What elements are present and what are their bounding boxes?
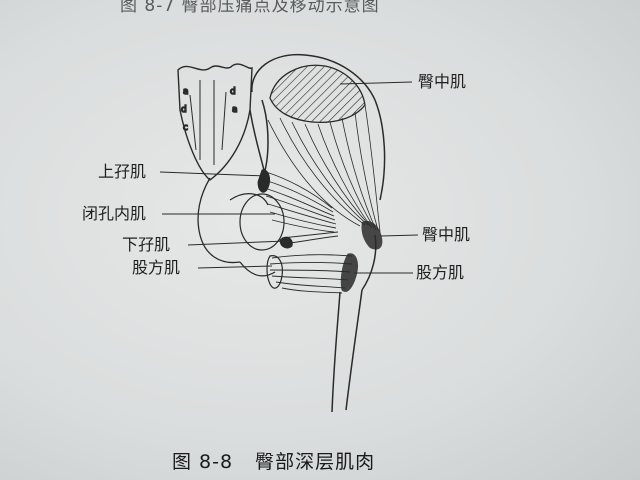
- hip-bone: [197, 177, 285, 277]
- label-inferior-gemellus: 下孖肌: [122, 235, 171, 254]
- svg-text:d: d: [230, 87, 236, 97]
- figure-title: 臀部深层肌肉: [255, 451, 376, 473]
- figure-number: 图 8-8: [172, 451, 234, 473]
- label-gluteus-medius-upper: 臀中肌: [418, 72, 467, 91]
- gluteus-medius-fibers: [267, 104, 381, 233]
- gluteus-medius-upper: [269, 64, 366, 124]
- svg-text:c: c: [183, 123, 188, 133]
- inferior-gemellus: [279, 231, 339, 249]
- gluteus-medius-insertion: [361, 220, 383, 250]
- quadratus-femoris: [266, 253, 359, 294]
- label-gluteus-medius-right: 臀中肌: [422, 225, 471, 244]
- obturator-internus-group: [257, 169, 337, 233]
- svg-text:d: d: [181, 105, 187, 115]
- sacrum: a d c d a: [177, 63, 253, 181]
- svg-text:a: a: [183, 87, 189, 97]
- figure-caption: 图 8-8 臀部深层肌肉: [172, 447, 375, 474]
- label-superior-gemellus: 上孖肌: [98, 162, 147, 181]
- label-quadratus-femoris-right: 股方肌: [416, 263, 465, 282]
- label-obturator-internus: 闭孔内肌: [82, 204, 147, 223]
- svg-text:a: a: [232, 105, 238, 115]
- previous-figure-caption: 图 8-7 臀部压痛点及移动示意图: [120, 0, 380, 16]
- femur: [331, 234, 377, 413]
- leader-lines: [159, 81, 419, 274]
- label-quadratus-femoris-left: 股方肌: [132, 258, 181, 277]
